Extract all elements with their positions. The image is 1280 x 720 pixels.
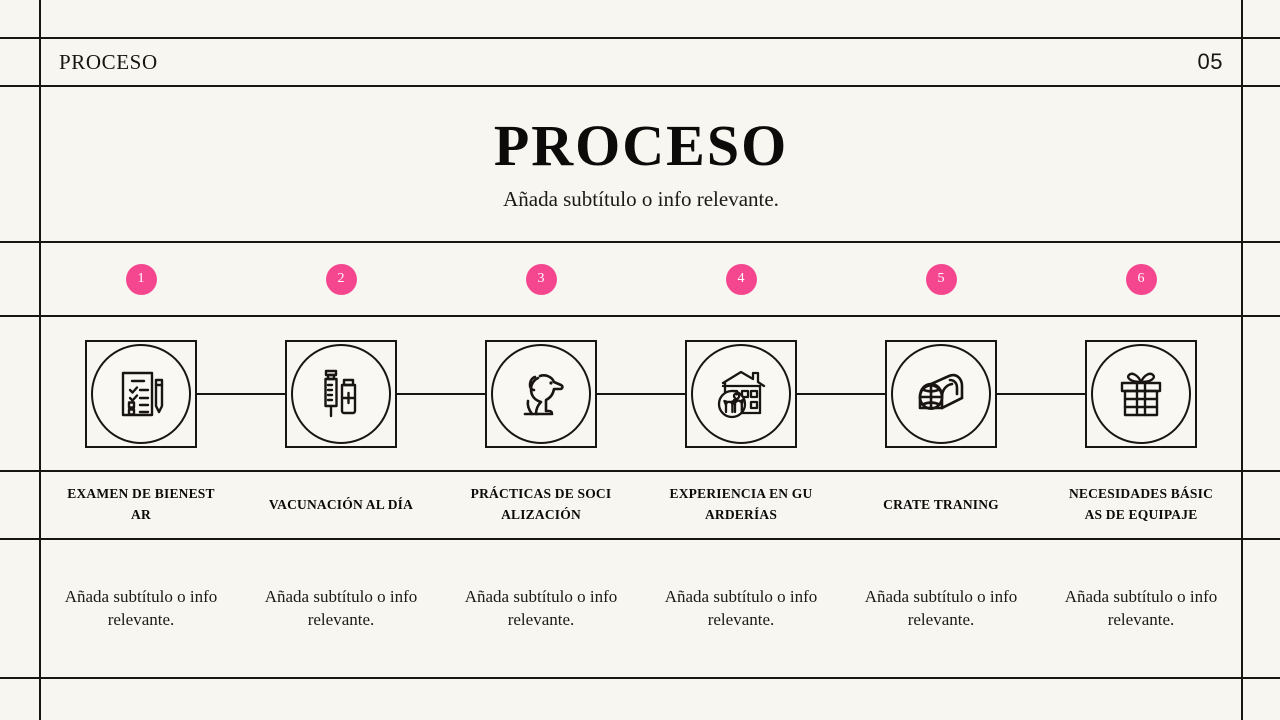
step-description-cell: Añada subtítulo o info relevante. (441, 540, 641, 677)
pet-crate-carrier-icon (891, 343, 991, 444)
rule-line-bottom (0, 677, 1280, 679)
step-icon-cell-6 (1041, 317, 1241, 470)
step-icon-row (41, 317, 1241, 470)
step-label-cell: EXAMEN DE BIENESTAR (41, 472, 241, 538)
sitting-dog-icon (491, 343, 591, 444)
step-icon-frame-3[interactable] (485, 339, 597, 448)
rule-line-header-bottom (0, 85, 1280, 87)
step-number-cell: 4 (641, 243, 841, 315)
step-description-cell: Añada subtítulo o info relevante. (841, 540, 1041, 677)
step-label-cell: VACUNACIÓN AL DÍA (241, 472, 441, 538)
step-connector-2-3 (341, 392, 541, 395)
step-description-cell: Añada subtítulo o info relevante. (1041, 540, 1241, 677)
rule-line-icons-bottom (0, 470, 1280, 472)
step-description-2: Añada subtítulo o info relevante. (264, 586, 418, 629)
step-label-cell: CRATE TRANING (841, 472, 1041, 538)
page-number: 05 (1197, 49, 1223, 74)
step-badge-3[interactable]: 3 (525, 263, 557, 295)
step-badge-6[interactable]: 6 (1125, 263, 1157, 295)
step-description-cell: Añada subtítulo o info relevante. (241, 540, 441, 677)
gift-box-icon (1091, 343, 1191, 444)
pet-daycare-house-icon (691, 343, 791, 444)
rule-line-badges-bottom (0, 315, 1280, 317)
step-icon-cell-2 (241, 317, 541, 470)
slide-header: PROCESO 05 (41, 39, 1241, 85)
step-label-4: EXPERIENCIA EN GUARDERÍAS (669, 486, 813, 522)
rule-line-labels-bottom (0, 538, 1280, 540)
rule-line-right-margin (1241, 0, 1243, 720)
step-label-5: CRATE TRANING (883, 496, 999, 512)
step-label-3: PRÁCTICAS DE SOCIALIZACIÓN (470, 486, 612, 522)
step-description-3: Añada subtítulo o info relevante. (464, 586, 618, 629)
step-badge-4[interactable]: 4 (725, 263, 757, 295)
step-label-cell: NECESIDADES BÁSICAS DE EQUIPAJE (1041, 472, 1241, 538)
step-number-cell: 2 (241, 243, 441, 315)
step-badge-1[interactable]: 1 (125, 263, 157, 295)
step-icon-frame-2[interactable] (285, 339, 397, 448)
step-icon-frame-1[interactable] (85, 339, 197, 448)
step-description-cell: Añada subtítulo o info relevante. (41, 540, 241, 677)
step-icon-cell-4 (641, 317, 941, 470)
step-icon-frame-4[interactable] (685, 339, 797, 448)
step-connector-5-6 (941, 392, 1141, 395)
step-icon-frame-6[interactable] (1085, 339, 1197, 448)
step-connector-1-2 (141, 392, 341, 395)
step-connector-4-5 (741, 392, 941, 395)
step-label-cell: EXPERIENCIA EN GUARDERÍAS (641, 472, 841, 538)
step-number-cell: 5 (841, 243, 1041, 315)
step-description-cell: Añada subtítulo o info relevante. (641, 540, 841, 677)
step-icon-cell-5 (841, 317, 1141, 470)
rule-line-left-margin (39, 0, 41, 720)
step-label-row: EXAMEN DE BIENESTAR VACUNACIÓN AL DÍA PR… (41, 472, 1241, 538)
step-icon-cell-3 (441, 317, 741, 470)
step-description-1: Añada subtítulo o info relevante. (64, 586, 218, 629)
step-icon-frame-5[interactable] (885, 339, 997, 448)
clipboard-checklist-pencil-icon (91, 343, 191, 444)
rule-line-top (0, 37, 1280, 39)
step-number-cell: 1 (41, 243, 241, 315)
syringe-vaccine-vial-icon (291, 343, 391, 444)
step-description-5: Añada subtítulo o info relevante. (864, 586, 1018, 629)
step-number-cell: 6 (1041, 243, 1241, 315)
step-label-cell: PRÁCTICAS DE SOCIALIZACIÓN (441, 472, 641, 538)
page-title: PROCESO (493, 113, 789, 179)
header-section-label: PROCESO (59, 49, 158, 74)
rule-line-title-bottom (0, 241, 1280, 243)
step-label-6: NECESIDADES BÁSICAS DE EQUIPAJE (1068, 486, 1214, 522)
step-connector-3-4 (541, 392, 741, 395)
step-badge-2[interactable]: 2 (325, 263, 357, 295)
step-label-2: VACUNACIÓN AL DÍA (268, 496, 414, 512)
step-icon-cell-1 (41, 317, 341, 470)
page-subtitle: Añada subtítulo o info relevante. (503, 186, 779, 211)
step-description-4: Añada subtítulo o info relevante. (664, 586, 818, 629)
step-number-row: 1 2 3 4 5 6 (41, 243, 1241, 315)
step-description-6: Añada subtítulo o info relevante. (1064, 586, 1218, 629)
step-description-row: Añada subtítulo o info relevante. Añada … (41, 540, 1241, 677)
title-block: PROCESO Añada subtítulo o info relevante… (41, 87, 1241, 241)
step-number-cell: 3 (441, 243, 641, 315)
step-badge-5[interactable]: 5 (925, 263, 957, 295)
step-label-1: EXAMEN DE BIENESTAR (67, 486, 215, 522)
